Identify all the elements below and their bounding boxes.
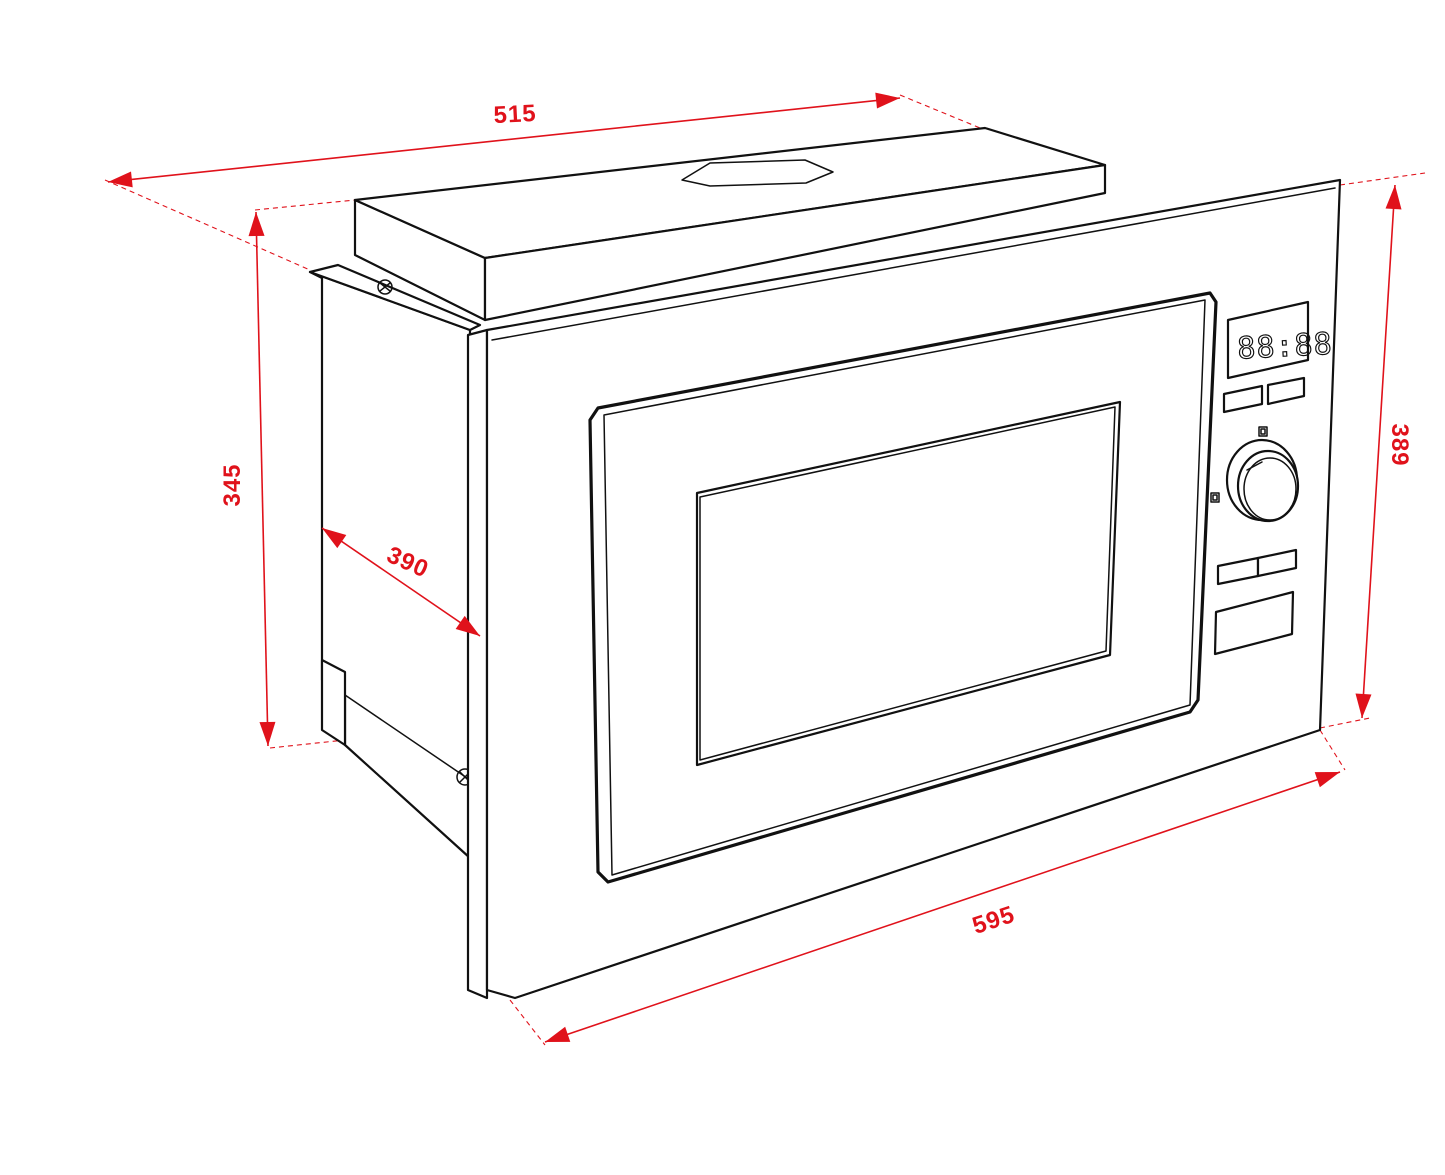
dimension-width-line-arrow-start [545, 1026, 571, 1042]
dial-mark-top-icon [1258, 426, 1268, 437]
dimension-width-line-arrow-end [1314, 772, 1340, 788]
extension-lines [104, 94, 1426, 1046]
ext-body-height-top [254, 199, 356, 211]
dimension-width-line [544, 771, 1341, 1043]
dimension-front-height-label: 389 [1386, 423, 1413, 466]
dimension-body-depth-line-arrow-start [322, 528, 347, 549]
dial-indicator [1246, 461, 1263, 471]
ext-width-left [509, 999, 546, 1046]
dimension-body-height-line-arrow-end [259, 721, 276, 746]
top-vent-plate [681, 159, 834, 187]
dimension-depth-total-label: 515 [493, 100, 537, 129]
control-button-4[interactable] [1256, 548, 1298, 578]
control-dial[interactable] [1225, 438, 1300, 523]
dimension-front-height-line-arrow-start [1385, 185, 1402, 210]
door-window-inner [699, 406, 1116, 761]
control-button-2[interactable] [1266, 376, 1306, 406]
ext-front-height-top [1339, 172, 1426, 186]
dimension-body-depth-line [321, 527, 481, 637]
dimension-width-label: 595 [969, 901, 1018, 940]
dimension-body-depth-line-arrow-end [455, 615, 480, 636]
dimension-body-height-label: 345 [219, 463, 246, 506]
dimension-front-height-line-arrow-end [1355, 693, 1372, 718]
dimension-body-height-line [255, 211, 269, 747]
top-housing-front-face [483, 163, 1107, 322]
microwave: 88:88 [308, 126, 1342, 1000]
dimension-depth-total-line [107, 97, 901, 183]
ext-depth-right [899, 94, 986, 131]
screw-top [377, 279, 393, 295]
dial-mark-left-icon [1210, 492, 1220, 503]
display-panel [1226, 300, 1310, 380]
ext-depth-left [104, 179, 311, 271]
door-outer [588, 291, 1218, 884]
dimension-lines [107, 92, 1402, 1043]
door-inner [603, 299, 1206, 876]
ext-front-height-bottom [1319, 717, 1371, 729]
control-button-1[interactable] [1222, 384, 1264, 414]
ext-body-height-bottom [269, 739, 346, 749]
ext-width-right [1319, 729, 1346, 771]
front-frame-inner-edge [491, 187, 1336, 341]
side-body-back-edge [320, 658, 347, 747]
dimension-depth-total-line-arrow-end [875, 92, 900, 109]
dimension-front-height-line [1361, 184, 1396, 719]
dimension-body-height-line-arrow-start [248, 212, 265, 237]
dimension-depth-total-line-arrow-start [108, 171, 133, 188]
front-frame-edge [466, 328, 489, 1000]
display-readout: 88:88 [1237, 327, 1334, 367]
side-body-top-lip [308, 263, 482, 332]
door-release-button[interactable] [1213, 590, 1295, 656]
door-window [695, 400, 1122, 767]
